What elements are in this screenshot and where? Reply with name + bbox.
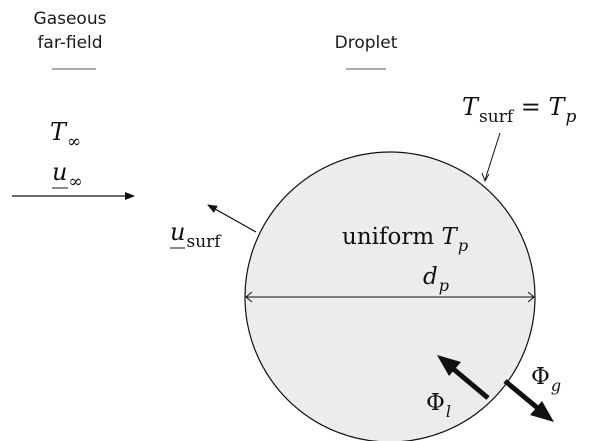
phi-g-label: Φg bbox=[531, 364, 561, 395]
diameter-label: dp bbox=[423, 264, 449, 295]
diameter-arrow-right bbox=[527, 291, 535, 303]
T-surf-equation: Tsurf = Tp bbox=[462, 93, 577, 127]
u-infinity-label: u∞ bbox=[52, 158, 83, 192]
phi-l-arrow-shaft bbox=[449, 365, 490, 400]
gas-header-line2: far-field bbox=[37, 33, 102, 53]
u-surf-arrow bbox=[207, 204, 257, 233]
droplet-header: Droplet bbox=[335, 33, 398, 53]
diameter-arrow-left bbox=[245, 291, 253, 303]
u-surf-label: usurf bbox=[170, 218, 222, 252]
phi-l-arrow-head bbox=[437, 355, 461, 376]
T-surf-leader bbox=[484, 132, 501, 181]
phi-g-arrow-head bbox=[530, 401, 554, 422]
phi-g-arrow-shaft bbox=[503, 379, 542, 412]
T-surf-leader-tip bbox=[481, 172, 490, 183]
gas-header-line1: Gaseous bbox=[34, 9, 107, 29]
T-infinity-label: T∞ bbox=[50, 118, 81, 152]
phi-l-label: Φl bbox=[426, 390, 451, 421]
uniform-Tp-label: uniform Tp bbox=[342, 224, 468, 255]
